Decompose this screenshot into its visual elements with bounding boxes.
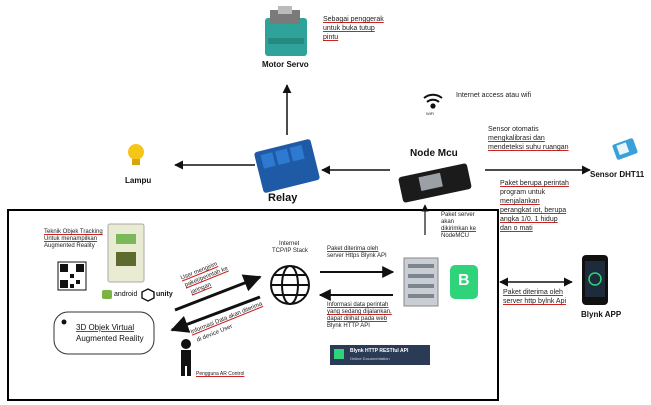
informasi-data-1: Informasi data perintah	[327, 302, 389, 308]
lampu-title: Lampu	[125, 176, 152, 185]
informasi-data-2: yang sedang dijalankan,	[327, 309, 392, 315]
relay-board-icon	[254, 139, 320, 193]
pengguna-label: Pengguna AR Control	[196, 371, 245, 377]
sensor-note-1: Sensor otomatis	[488, 126, 539, 133]
blynk-logo-icon	[450, 265, 478, 299]
node-mcu-title: Node Mcu	[410, 148, 458, 159]
paket-perintah-4: perangkat iot, berupa	[500, 207, 567, 214]
node-mcu-icon	[398, 163, 472, 203]
paket-server-3: dikirimkan ke	[441, 226, 477, 232]
servo-note-3: pintu	[323, 34, 339, 41]
internet-line2: TCP/IP Stack	[272, 248, 308, 254]
blynk-app-title: Blynk APP	[581, 310, 622, 319]
servo-note-1: Sebagai penggerak	[323, 16, 384, 23]
teknik-objek-1: Teknik Objek Tracking	[44, 229, 103, 235]
unity-label: unity	[156, 291, 173, 298]
dht11-title: Sensor DHT11	[590, 170, 645, 179]
paket-perintah-2: program untuk	[500, 189, 546, 196]
arrow-user-to-internet	[174, 274, 262, 312]
blynk-app-note-1: Paket diterima oleh	[503, 289, 563, 296]
informasi-data-4: Blynk HTTP API	[327, 323, 370, 329]
servo-title: Motor Servo	[262, 60, 309, 69]
internet-line1: Internet	[279, 241, 300, 247]
paket-https-1: Paket diterima oleh	[327, 246, 379, 252]
blynk-api-banner	[330, 345, 430, 365]
blynk-api-banner-logo	[334, 349, 344, 359]
internet-access-text: Internet access atau wifi	[456, 92, 532, 99]
wifi-icon	[423, 93, 443, 109]
paket-server-1: Paket server	[441, 212, 475, 218]
arrow-internet-to-user	[170, 295, 261, 333]
blynk-app-note-2: server http bylnk Api	[503, 298, 567, 305]
paket-perintah-6: dan o mati	[500, 225, 533, 232]
sensor-note-3: mendeteksi suhu ruangan	[488, 144, 569, 151]
ar-box-line1: 3D Objek Virtual	[76, 323, 135, 332]
teknik-objek-2: Untuk menampilkan	[44, 236, 98, 242]
person-icon	[181, 339, 191, 376]
paket-perintah-3: menjalankan	[500, 198, 540, 205]
globe-icon	[270, 265, 310, 305]
paket-https-2: server Https Blynk API	[327, 253, 387, 259]
sensor-note-2: mengkalibrasi dan	[488, 135, 545, 142]
ar-object-box	[53, 311, 155, 355]
paket-server-4: NodeMCU	[441, 233, 470, 239]
dht11-sensor-icon	[612, 138, 638, 160]
ar-box-line2: Augmented Reality	[76, 334, 144, 343]
informasi-data-3: dapat dilihat pada web	[327, 316, 388, 322]
blynk-logo-letter: B	[458, 272, 470, 289]
teknik-objek-3: Augmented Reality	[44, 243, 95, 249]
paket-perintah-5: angka 1/0. 1 hidup	[500, 216, 558, 223]
servo-motor-icon	[265, 6, 307, 56]
android-label: android	[114, 291, 138, 298]
ar-system-frame	[7, 209, 499, 401]
ar-marker-card-icon	[107, 223, 145, 283]
qr-code-icon	[57, 261, 87, 291]
servo-note-2: untuk buka tutup	[323, 25, 375, 32]
paket-perintah-1: Paket berupa perintah	[500, 180, 569, 187]
blynk-api-banner-subtitle: Online Documentation	[350, 356, 390, 361]
server-icon	[403, 257, 439, 307]
relay-title: Relay	[268, 192, 298, 204]
blynk-api-banner-title: Blynk HTTP RESTful API	[350, 348, 409, 354]
unity-icon	[141, 288, 155, 302]
wifi-small-text: WiFi	[426, 111, 434, 116]
ar-box-dot	[61, 319, 67, 325]
paket-server-2: akan	[441, 219, 455, 225]
phone-blynk-icon	[582, 255, 608, 305]
bulb-icon	[128, 144, 144, 165]
android-icon	[102, 290, 112, 299]
